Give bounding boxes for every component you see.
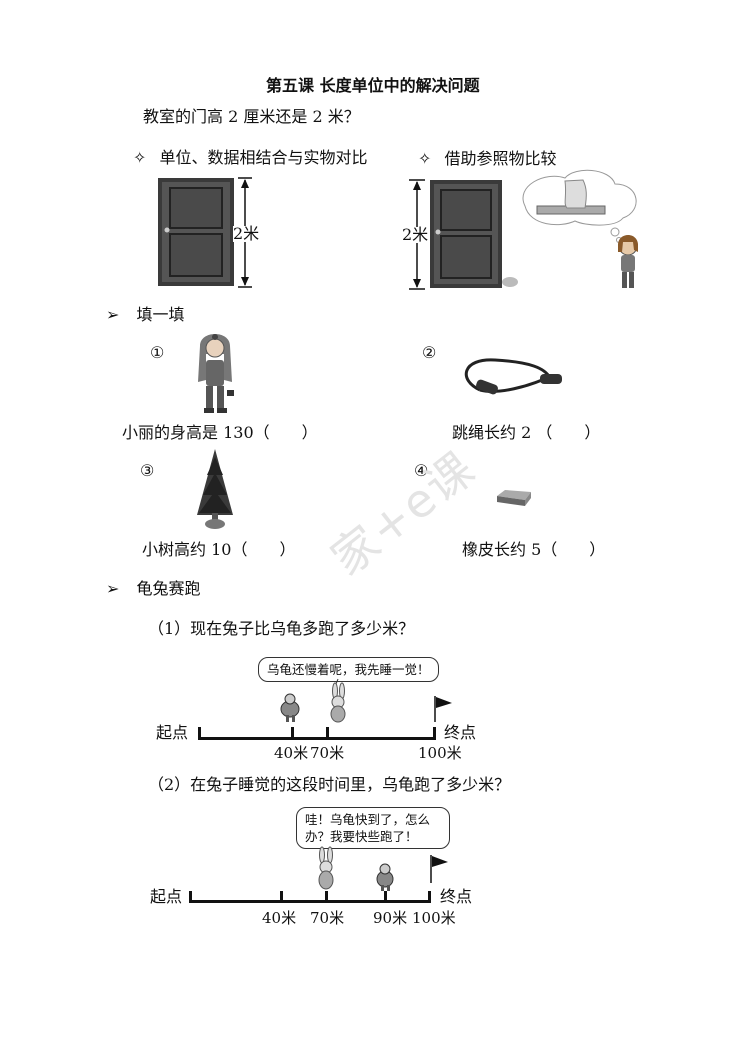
- race-2-tick-label-100: 100米: [412, 909, 456, 927]
- race-question-1: （1）现在兔子比乌龟多跑了多少米？: [148, 619, 415, 638]
- race-2-start-label: 起点: [150, 887, 183, 906]
- race-2-tick-label-70: 70米: [310, 909, 345, 927]
- race-2-tick-90: [384, 891, 387, 903]
- race-1-animals: [280, 678, 346, 723]
- method-1-heading: ✧ 单位、数据相结合与实物对比: [133, 150, 368, 166]
- door-1-height-label: 2米: [233, 224, 260, 243]
- race-1-start-label: 起点: [156, 723, 189, 742]
- race-section-heading: ➢ 龟兔赛跑: [106, 581, 201, 597]
- rabbit-icon: [330, 682, 346, 723]
- fill-section-heading: ➢ 填一填: [106, 307, 185, 323]
- door-illustration-2: [430, 180, 518, 288]
- race-1-tick-40: [291, 727, 294, 740]
- rabbit-speech-bubble-2: 哇！乌龟快到了，怎么 办？我要快些跑了！: [296, 807, 450, 849]
- arrow-bullet-icon: ➢: [106, 579, 120, 598]
- race-1-start-tick: [198, 727, 201, 740]
- turtle-icon: [376, 863, 394, 891]
- diamond-icon: ✧: [418, 149, 432, 168]
- race-1-tick-70: [326, 727, 329, 740]
- race-question-2: （2）在兔子睡觉的这段时间里，乌龟跑了多少米？: [148, 775, 511, 794]
- method-2-heading: ✧ 借助参照物比较: [418, 151, 557, 167]
- bubble-2-line-1: 哇！乌龟快到了，怎么: [305, 812, 431, 827]
- race-2-tick-label-40: 40米: [262, 909, 297, 927]
- item-2-number: ②: [422, 343, 437, 362]
- bubble-2-line-2: 办？我要快些跑了！: [305, 829, 418, 844]
- item-1-text: 小丽的身高是 130（ ）: [122, 423, 318, 442]
- fill-section-title: 填一填: [136, 305, 185, 324]
- item-4-number: ④: [414, 461, 429, 480]
- race-2-tick-label-90: 90米: [373, 909, 408, 927]
- race-1-end-label: 终点: [444, 723, 477, 742]
- diamond-icon: ✧: [133, 148, 147, 167]
- item-1-number: ①: [150, 343, 165, 362]
- item-2-text: 跳绳长约 2 （ ）: [452, 423, 601, 442]
- method-1-text: 单位、数据相结合与实物对比: [159, 148, 368, 167]
- race-1-tick-label-40: 40米: [274, 744, 309, 762]
- jump-rope-illustration: [464, 358, 562, 395]
- race-2-start-tick: [189, 891, 192, 903]
- item-3-number: ③: [140, 461, 155, 480]
- reference-thinking-illustration: [522, 169, 638, 288]
- door-2-height-label: 2米: [402, 225, 429, 244]
- race-2-tick-40: [280, 891, 283, 903]
- question-text: 教室的门高 2 厘米还是 2 米？: [143, 107, 360, 126]
- rabbit-icon: [318, 846, 334, 890]
- race-1-tick-label-70: 70米: [310, 744, 345, 762]
- race-2-track: [189, 900, 431, 903]
- watermark-logo: 家+e课: [320, 440, 486, 586]
- race-1-tick-label-100: 100米: [418, 744, 462, 762]
- door-illustration-1: [158, 178, 234, 286]
- item-4-text: 橡皮长约 5（ ）: [462, 540, 606, 559]
- race-2-end-label: 终点: [440, 887, 473, 906]
- eraser-illustration: [497, 490, 531, 506]
- race-section-title: 龟兔赛跑: [136, 579, 201, 598]
- girl-illustration: [198, 334, 234, 413]
- item-3-text: 小树高约 10（ ）: [142, 540, 296, 559]
- method-2-text: 借助参照物比较: [444, 149, 557, 168]
- finish-flag-icon: [430, 855, 448, 883]
- finish-flag-icon: [434, 696, 452, 722]
- race-2-animals: [318, 846, 394, 891]
- arrow-bullet-icon: ➢: [106, 305, 120, 324]
- tree-illustration: [197, 449, 233, 529]
- race-1-tick-100: [433, 727, 436, 740]
- race-2-tick-100: [428, 891, 431, 903]
- page-title: 第五课 长度单位中的解决问题: [266, 76, 480, 95]
- rabbit-speech-bubble-1: 乌龟还慢着呢，我先睡一觉！: [258, 657, 439, 682]
- race-1-track: [198, 737, 436, 740]
- race-2-tick-70: [325, 891, 328, 903]
